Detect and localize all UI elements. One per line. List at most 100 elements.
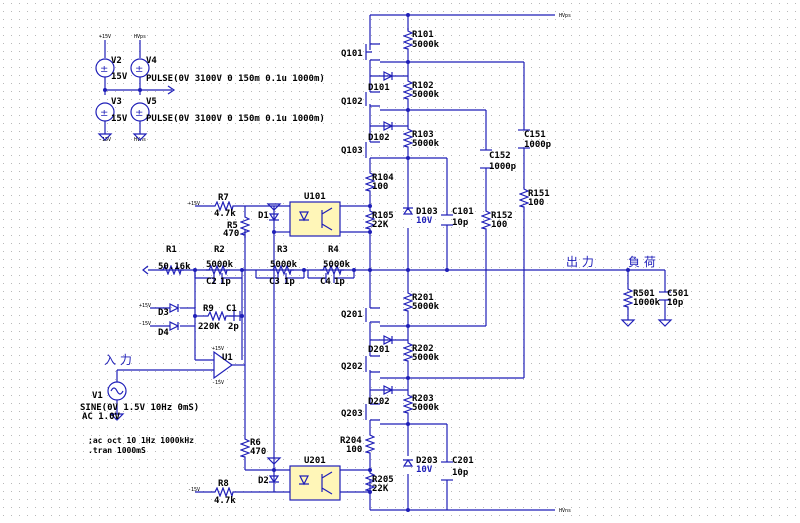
d103-value: 10V (416, 216, 433, 226)
r102-name: R102 (412, 81, 434, 91)
c501-name: C501 (667, 289, 689, 299)
v4-value: PULSE(0V 3100V 0 150m 0.1u 1000m) (146, 74, 325, 84)
r203-name: R203 (412, 394, 434, 404)
u101-label: U101 (304, 192, 326, 202)
r151-name: R151 (528, 189, 550, 199)
d3-label: D3 (158, 308, 169, 318)
r105-value: 22K (372, 220, 389, 230)
v2-plus-net: +15V (99, 34, 111, 40)
r104-name: R104 (372, 173, 394, 183)
r202-value: 5000k (412, 353, 440, 363)
d101-label: D101 (368, 83, 390, 93)
v1-name: V1 (92, 391, 103, 401)
c3-value: 1p (284, 277, 295, 287)
c3-name: C3 (269, 277, 280, 287)
r8-value: 4.7k (214, 496, 236, 506)
u201-optocoupler (289, 465, 341, 501)
r1-value: 50.16k (158, 262, 191, 272)
c151-value: 1000p (524, 140, 552, 150)
d2-label: D2 (258, 476, 269, 486)
c152-value: 1000p (489, 162, 517, 172)
top-rail-net: HVps (559, 13, 571, 19)
c201-name: C201 (452, 456, 474, 466)
q102-label: Q102 (341, 97, 363, 107)
svg-text:±: ± (100, 108, 108, 119)
c151-name: C151 (524, 130, 546, 140)
r103-name: R103 (412, 130, 434, 140)
q203-label: Q203 (341, 409, 363, 419)
d1-label: D1 (258, 211, 269, 221)
r205-value: 22K (372, 484, 389, 494)
r4-name: R4 (328, 245, 339, 255)
r5-value: 470 (223, 229, 239, 239)
r152-name: R152 (491, 211, 513, 221)
capacitor-symbols (213, 129, 671, 481)
r5-name: R5 (227, 221, 238, 231)
d203-name: D203 (416, 456, 438, 466)
d4-supply-net: -15V (139, 321, 151, 327)
c152-name: C152 (489, 151, 511, 161)
c1-value: 2p (228, 322, 239, 332)
opto-internals (299, 207, 333, 495)
svg-text:±: ± (135, 108, 143, 119)
r3-name: R3 (277, 245, 288, 255)
r9-value: 220K (198, 322, 220, 332)
r2-name: R2 (214, 245, 225, 255)
v1-ac: AC 1.0V (82, 412, 121, 422)
svg-text:±: ± (100, 64, 108, 75)
v2-name: V2 (111, 56, 122, 66)
c101-value: 10p (452, 218, 469, 228)
r203-value: 5000k (412, 403, 440, 413)
r7-name: R7 (218, 193, 229, 203)
r8-name: R8 (218, 479, 229, 489)
r102-value: 5000k (412, 90, 440, 100)
r202-name: R202 (412, 344, 434, 354)
u1-minus-net: -15V (212, 380, 224, 386)
v5-name: V5 (146, 97, 157, 107)
r1-name: R1 (166, 245, 177, 255)
q101-label: Q101 (341, 49, 363, 59)
u1-plus-net: +15V (212, 346, 224, 352)
c501-value: 10p (667, 298, 684, 308)
d3-supply-net: +15V (139, 303, 151, 309)
svg-text:±: ± (135, 64, 143, 75)
v5-value: PULSE(0V 3100V 0 150m 0.1u 1000m) (146, 114, 325, 124)
r201-name: R201 (412, 293, 434, 303)
load-label: 負 荷 (628, 255, 656, 269)
r6-value: 470 (250, 447, 266, 457)
c4-name: C4 (320, 277, 331, 287)
v3-value: 15V (111, 114, 128, 124)
ac-directive: ;ac oct 10 1Hz 1000kHz (88, 436, 194, 445)
c4-value: 1p (334, 277, 345, 287)
c201-value: 10p (452, 468, 469, 478)
q103-label: Q103 (341, 146, 363, 156)
d201-label: D201 (368, 345, 390, 355)
r105-name: R105 (372, 211, 394, 221)
diode-symbols (150, 71, 414, 484)
transistor-symbols (365, 43, 380, 421)
r3-value: 5000k (270, 260, 298, 270)
r151-value: 100 (528, 198, 544, 208)
v2-value: 15V (111, 72, 128, 82)
u201-supply-net: -15V (188, 487, 200, 493)
r2-value: 5000k (206, 260, 234, 270)
input-label: 入 力 (104, 353, 132, 367)
r201-value: 5000k (412, 302, 440, 312)
d202-label: D202 (368, 397, 390, 407)
c1-name: C1 (226, 304, 237, 314)
r4-value: 5000k (323, 260, 351, 270)
r501-name: R501 (633, 289, 655, 299)
u101-optocoupler (289, 201, 341, 237)
v4-plus-net: HVps (134, 34, 146, 40)
r6-name: R6 (250, 438, 261, 448)
v1-value: SINE(0V 1.5V 10Hz 0mS) (80, 403, 199, 413)
r104-value: 100 (372, 182, 388, 192)
d4-label: D4 (158, 328, 169, 338)
ground-symbols (97, 133, 673, 465)
r7-value: 4.7k (214, 209, 236, 219)
r101-value: 5000k (412, 40, 440, 50)
r103-value: 5000k (412, 139, 440, 149)
u1-opamp (213, 350, 234, 380)
r204-name: R204 (340, 436, 362, 446)
